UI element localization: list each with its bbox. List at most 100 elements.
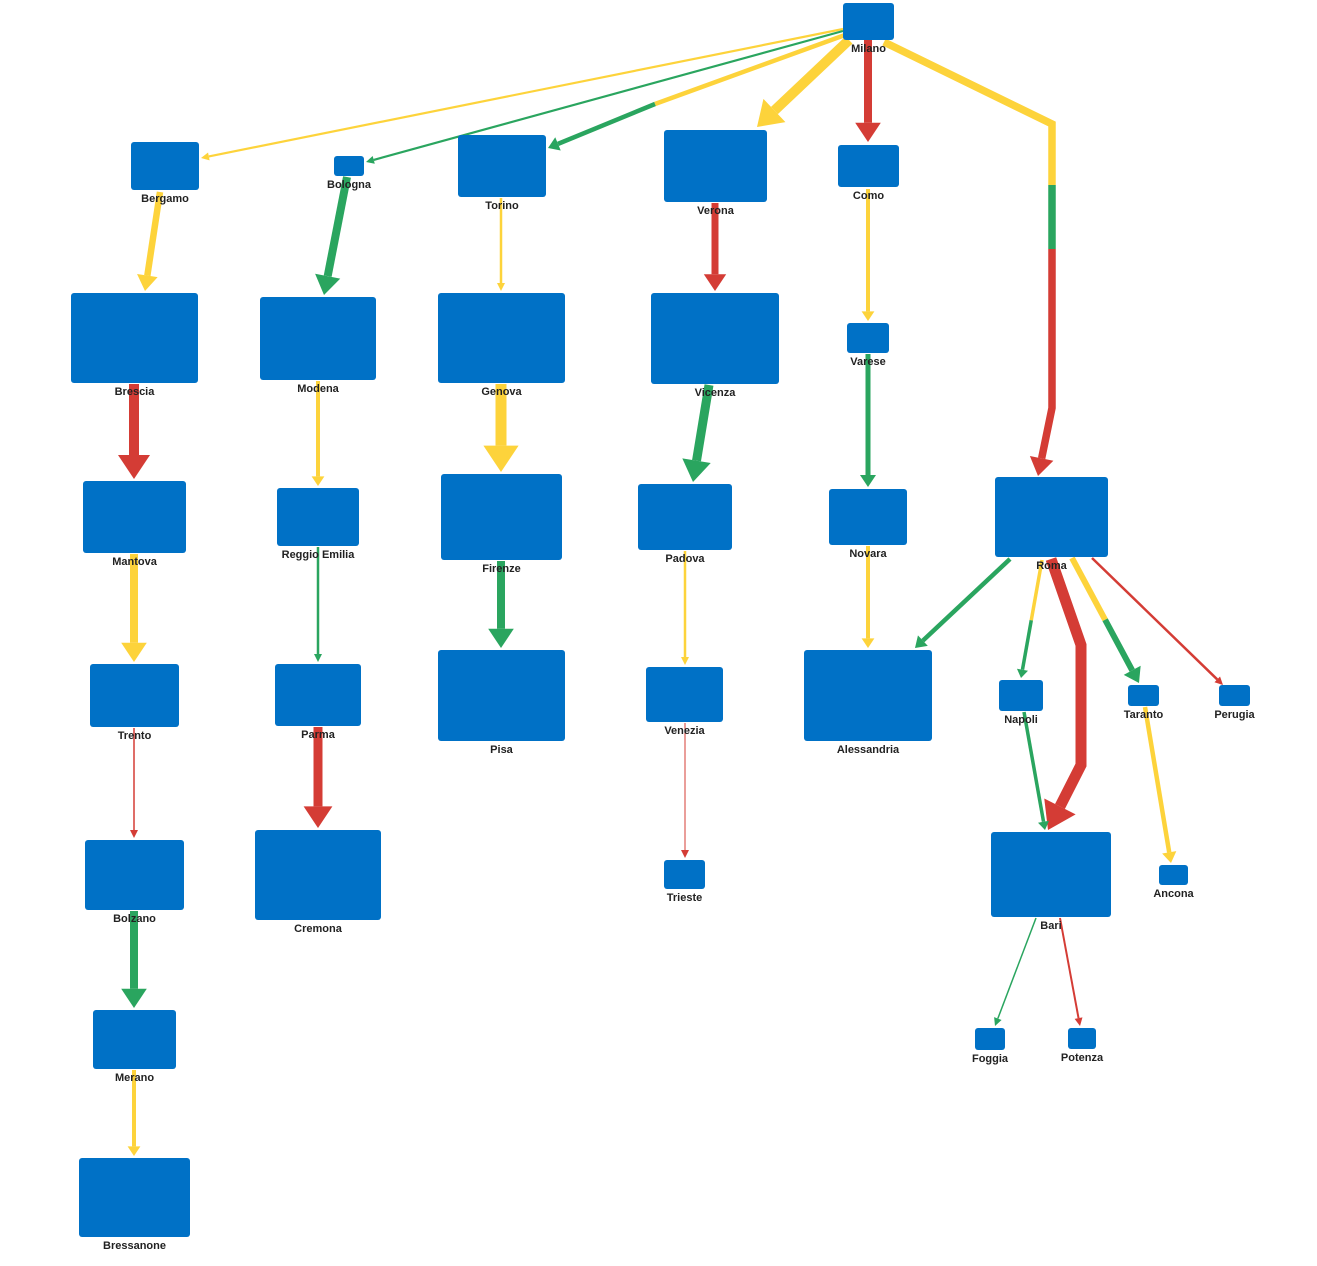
edge-novara-to-alessandria[interactable] (861, 546, 875, 648)
node-box[interactable] (995, 477, 1108, 557)
node-box[interactable] (1128, 685, 1159, 706)
edge-vicenza-to-padova[interactable] (682, 384, 714, 482)
node-torino[interactable]: Torino (458, 135, 546, 212)
node-firenze[interactable]: Firenze (441, 474, 562, 575)
edge-bari-to-foggia[interactable] (994, 917, 1037, 1026)
node-box[interactable] (458, 135, 546, 197)
node-box[interactable] (90, 664, 179, 727)
edge-milano-to-roma[interactable] (882, 38, 1056, 476)
node-box[interactable] (260, 297, 376, 380)
node-box[interactable] (991, 832, 1111, 917)
node-taranto[interactable]: Taranto (1124, 685, 1164, 721)
node-box[interactable] (438, 293, 565, 383)
node-box[interactable] (847, 323, 889, 353)
node-napoli[interactable]: Napoli (999, 680, 1043, 726)
node-box[interactable] (277, 488, 359, 546)
edge-brescia-to-mantova[interactable] (118, 384, 150, 479)
edge-milano-to-bologna[interactable] (366, 29, 844, 164)
node-box[interactable] (85, 840, 184, 910)
node-parma[interactable]: Parma (275, 664, 361, 741)
node-padova[interactable]: Padova (638, 484, 732, 565)
node-box[interactable] (664, 860, 705, 889)
node-merano[interactable]: Merano (93, 1010, 176, 1084)
node-bergamo[interactable]: Bergamo (131, 142, 199, 205)
node-pisa[interactable]: Pisa (438, 650, 565, 756)
node-box[interactable] (438, 650, 565, 741)
node-milano[interactable]: Milano (843, 3, 894, 55)
node-alessandria[interactable]: Alessandria (804, 650, 932, 756)
node-box[interactable] (1068, 1028, 1096, 1049)
node-vicenza[interactable]: Vicenza (651, 293, 779, 399)
node-bolzano[interactable]: Bolzano (85, 840, 184, 925)
node-box[interactable] (275, 664, 361, 726)
node-box[interactable] (999, 680, 1043, 711)
edge-merano-to-bressanone[interactable] (127, 1070, 141, 1156)
node-perugia[interactable]: Perugia (1214, 685, 1256, 721)
edge-roma-to-napoli[interactable] (1016, 559, 1044, 678)
edge-bari-to-potenza[interactable] (1059, 917, 1083, 1026)
node-box[interactable] (441, 474, 562, 560)
edge-taranto-to-ancona[interactable] (1142, 706, 1177, 863)
node-box[interactable] (646, 667, 723, 722)
node-trento[interactable]: Trento (90, 664, 179, 742)
edge-como-to-varese[interactable] (861, 189, 875, 321)
node-bressanone[interactable]: Bressanone (79, 1158, 190, 1252)
node-foggia[interactable]: Foggia (972, 1028, 1009, 1065)
edge-parma-to-cremona[interactable] (303, 727, 333, 828)
edge-roma-to-perugia[interactable] (1091, 557, 1223, 685)
edge-bolzano-to-merano[interactable] (121, 911, 147, 1008)
node-cremona[interactable]: Cremona (255, 830, 381, 935)
node-box[interactable] (843, 3, 894, 40)
edge-roma-to-alessandria[interactable] (915, 557, 1012, 648)
node-box[interactable] (1219, 685, 1250, 706)
edge-roma-to-taranto[interactable] (1069, 556, 1141, 683)
node-verona[interactable]: Verona (664, 130, 767, 217)
node-brescia[interactable]: Brescia (71, 293, 198, 398)
edge-milano-to-como[interactable] (855, 40, 881, 142)
edge-bergamo-to-brescia[interactable] (137, 191, 164, 291)
node-box[interactable] (71, 293, 198, 383)
node-box[interactable] (1159, 865, 1188, 885)
node-novara[interactable]: Novara (829, 489, 907, 560)
node-box[interactable] (975, 1028, 1005, 1050)
edge-napoli-to-bari[interactable] (1022, 711, 1050, 830)
edge-milano-to-torino[interactable] (548, 32, 846, 151)
node-trieste[interactable]: Trieste (664, 860, 705, 904)
edge-venezia-to-trieste[interactable] (681, 723, 689, 858)
node-bologna[interactable]: Bologna (327, 156, 372, 191)
node-box[interactable] (79, 1158, 190, 1237)
node-mantova[interactable]: Mantova (83, 481, 186, 568)
edge-bologna-to-modena[interactable] (315, 176, 351, 295)
node-box[interactable] (804, 650, 932, 741)
node-como[interactable]: Como (838, 145, 899, 202)
node-box[interactable] (664, 130, 767, 202)
edge-torino-to-genova[interactable] (497, 198, 505, 291)
edge-genova-to-firenze[interactable] (483, 384, 519, 472)
edge-roma-to-bari[interactable] (1044, 557, 1087, 830)
node-varese[interactable]: Varese (847, 323, 889, 368)
node-box[interactable] (334, 156, 364, 176)
edge-milano-to-bergamo[interactable] (201, 27, 844, 161)
edge-padova-to-venezia[interactable] (681, 551, 689, 665)
node-box[interactable] (651, 293, 779, 384)
edge-mantova-to-trento[interactable] (121, 554, 147, 662)
edge-trento-to-bolzano[interactable] (130, 728, 138, 838)
node-box[interactable] (638, 484, 732, 550)
node-venezia[interactable]: Venezia (646, 667, 723, 737)
node-modena[interactable]: Modena (260, 297, 376, 395)
node-box[interactable] (131, 142, 199, 190)
node-bari[interactable]: Bari (991, 832, 1111, 932)
node-box[interactable] (838, 145, 899, 187)
edge-reggio-emilia-to-parma[interactable] (314, 547, 322, 662)
node-reggio-emilia[interactable]: Reggio Emilia (277, 488, 359, 561)
node-box[interactable] (255, 830, 381, 920)
node-roma[interactable]: Roma (995, 477, 1108, 572)
edge-verona-to-vicenza[interactable] (703, 203, 727, 291)
edge-milano-to-verona[interactable] (757, 36, 853, 127)
node-genova[interactable]: Genova (438, 293, 565, 398)
node-ancona[interactable]: Ancona (1153, 865, 1195, 900)
node-box[interactable] (93, 1010, 176, 1069)
edge-modena-to-reggio-emilia[interactable] (311, 381, 325, 486)
node-potenza[interactable]: Potenza (1061, 1028, 1104, 1064)
edge-firenze-to-pisa[interactable] (488, 561, 514, 648)
